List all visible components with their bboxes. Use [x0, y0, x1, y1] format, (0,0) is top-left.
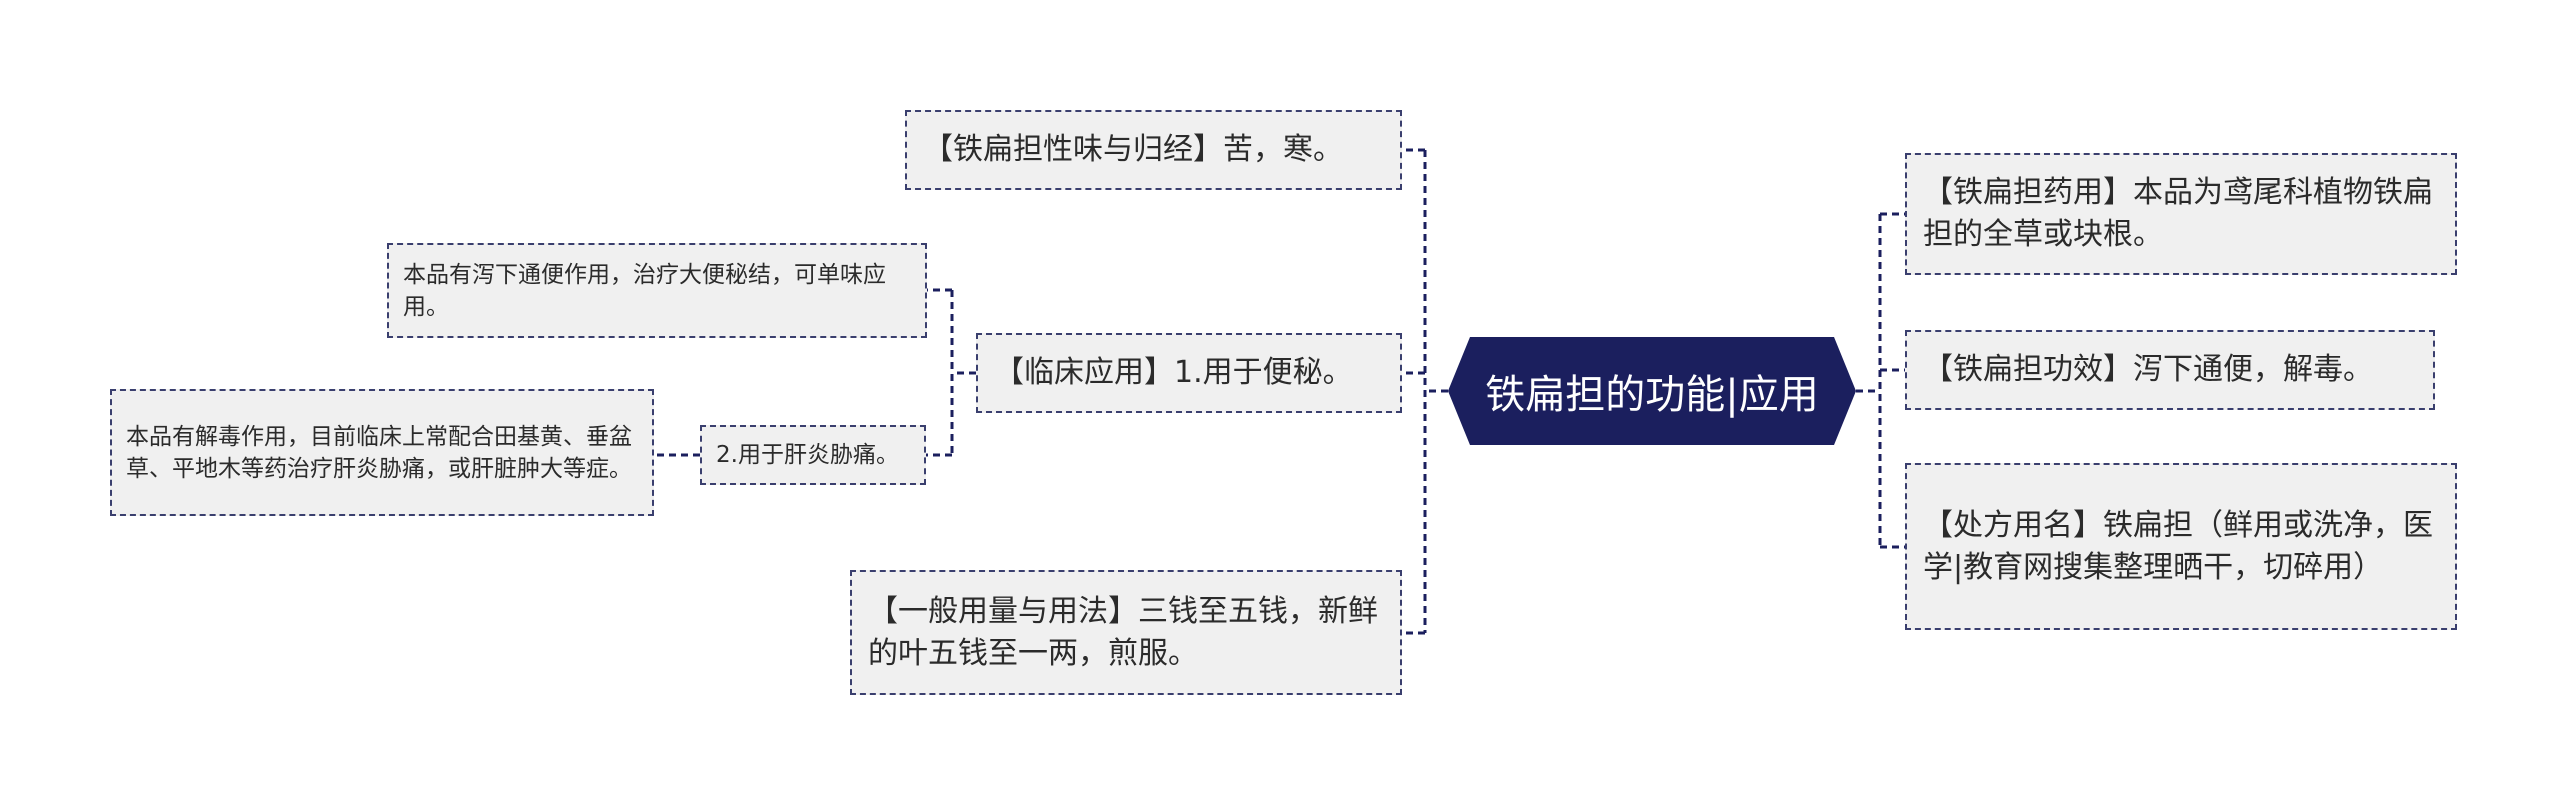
- node-dosage-usage[interactable]: 【一般用量与用法】三钱至五钱，新鲜的叶五钱至一两，煎服。: [850, 570, 1402, 695]
- node-hepatitis-detail[interactable]: 本品有解毒作用，目前临床上常配合田基黄、垂盆草、平地木等药治疗肝炎胁痛，或肝脏肿…: [110, 389, 654, 516]
- node-nature-meridian[interactable]: 【铁扁担性味与归经】苦，寒。: [905, 110, 1402, 190]
- node-prescription-name[interactable]: 【处方用名】铁扁担（鲜用或洗净，医学|教育网搜集整理晒干，切碎用）: [1905, 463, 2457, 630]
- node-efficacy-text: 【铁扁担功效】泻下通便，解毒。: [1923, 352, 2373, 387]
- node-medicinal-part[interactable]: 【铁扁担药用】本品为鸢尾科植物铁扁担的全草或块根。: [1905, 153, 2457, 275]
- node-clinical-application-text: 【临床应用】1.用于便秘。: [994, 355, 1353, 390]
- node-medicinal-part-text: 【铁扁担药用】本品为鸢尾科植物铁扁担的全草或块根。: [1923, 175, 2433, 252]
- node-clinical-application[interactable]: 【临床应用】1.用于便秘。: [976, 333, 1402, 413]
- node-hepatitis-detail-text: 本品有解毒作用，目前临床上常配合田基黄、垂盆草、平地木等药治疗肝炎胁痛，或肝脏肿…: [126, 423, 632, 482]
- node-constipation-detail-text: 本品有泻下通便作用，治疗大便秘结，可单味应用。: [403, 261, 886, 320]
- node-constipation-detail[interactable]: 本品有泻下通便作用，治疗大便秘结，可单味应用。: [387, 243, 927, 338]
- node-hepatitis-text: 2.用于肝炎胁痛。: [716, 442, 899, 468]
- root-node[interactable]: 铁扁担的功能|应用: [1448, 337, 1856, 445]
- node-efficacy[interactable]: 【铁扁担功效】泻下通便，解毒。: [1905, 330, 2435, 410]
- root-node-label: 铁扁担的功能|应用: [1485, 372, 1819, 418]
- node-prescription-name-text: 【处方用名】铁扁担（鲜用或洗净，医学|教育网搜集整理晒干，切碎用）: [1923, 507, 2433, 585]
- node-dosage-usage-text: 【一般用量与用法】三钱至五钱，新鲜的叶五钱至一两，煎服。: [868, 593, 1378, 671]
- node-hepatitis[interactable]: 2.用于肝炎胁痛。: [700, 425, 926, 485]
- node-nature-meridian-text: 【铁扁担性味与归经】苦，寒。: [923, 132, 1343, 167]
